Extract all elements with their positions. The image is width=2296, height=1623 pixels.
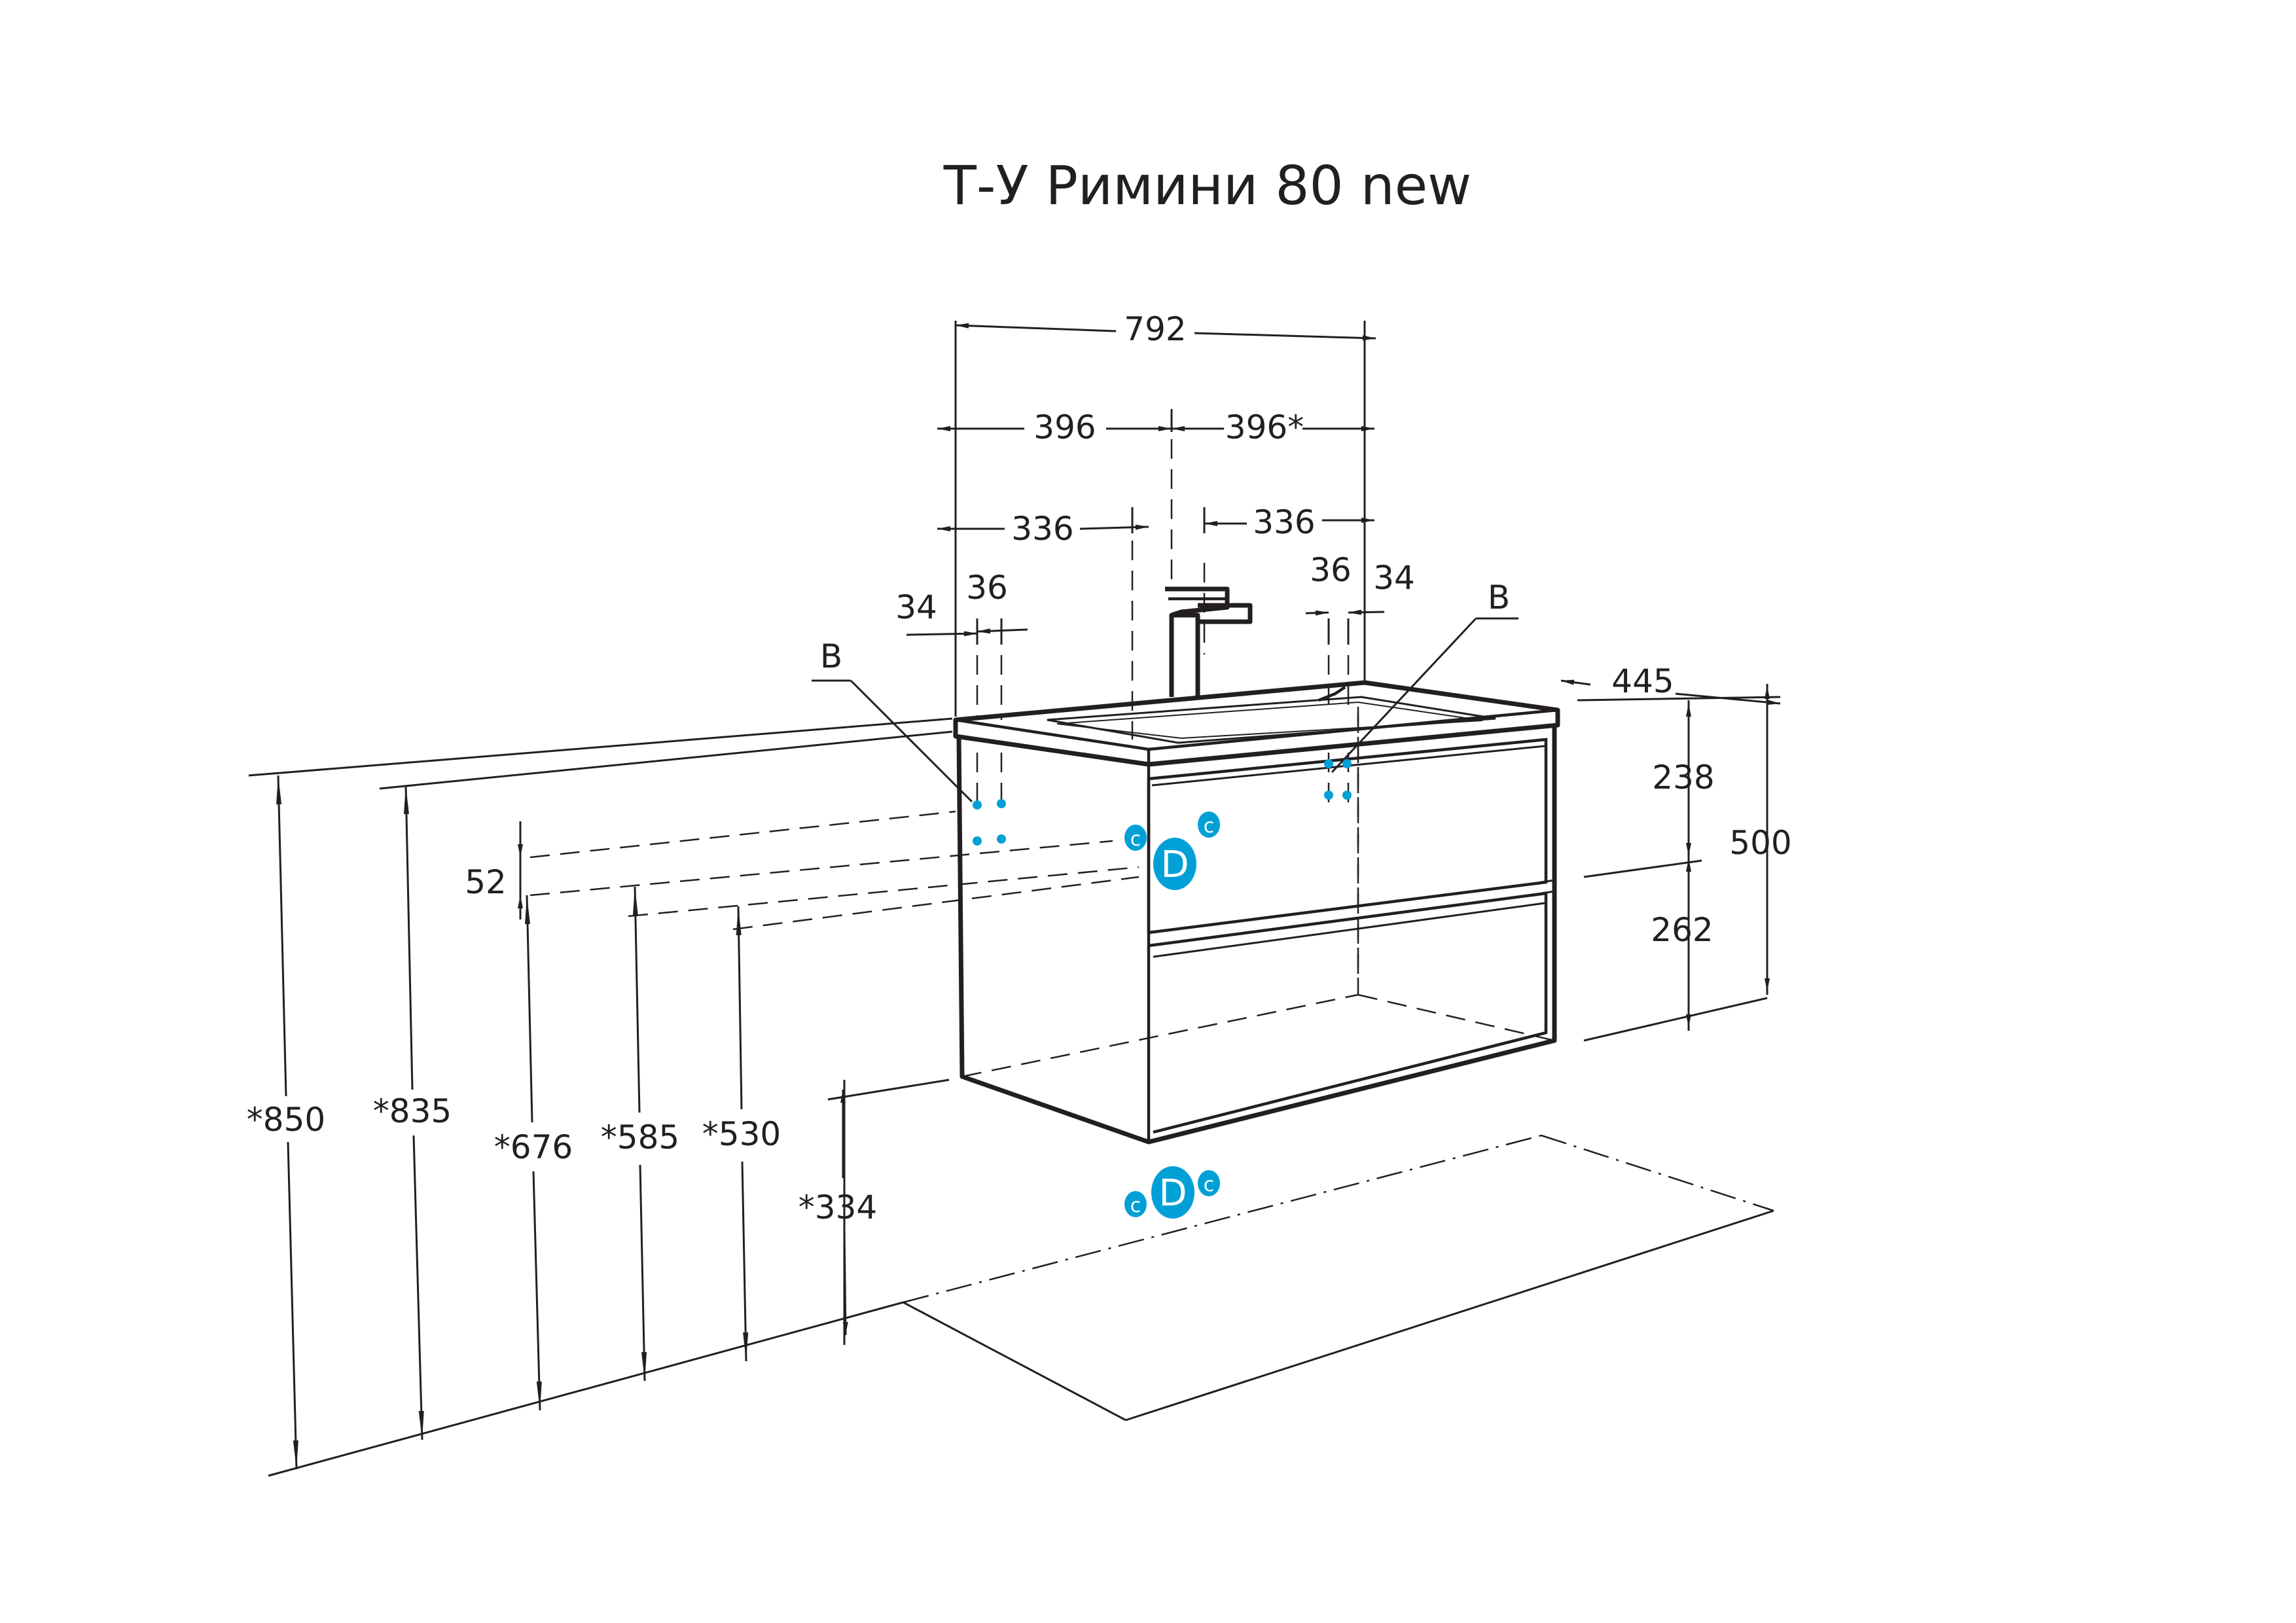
label-b-left: B bbox=[820, 637, 842, 675]
dim-52: 52 bbox=[465, 863, 507, 901]
floor-cold-connector-icon bbox=[1124, 1191, 1147, 1217]
dim-262: 262 bbox=[1651, 911, 1713, 949]
page-title: Т-У Римини 80 new bbox=[943, 155, 1471, 217]
dim-850: *850 bbox=[247, 1101, 325, 1139]
dim-238: 238 bbox=[1652, 758, 1714, 796]
dim-336-right: 336 bbox=[1253, 503, 1315, 541]
floor-cold-label: c bbox=[1130, 1194, 1141, 1217]
dim-34-left: 34 bbox=[895, 588, 937, 626]
b-leaders bbox=[812, 617, 1518, 803]
dim-500: 500 bbox=[1729, 824, 1791, 862]
dim-396-left: 396 bbox=[1033, 408, 1096, 446]
dim-336-left: 336 bbox=[1011, 510, 1073, 548]
dimension-labels: 792 396 396* 336 336 34 36 36 34 445 238… bbox=[247, 310, 1792, 1226]
floor-drain-connector-icon bbox=[1151, 1166, 1194, 1219]
cold-label: c bbox=[1130, 828, 1141, 851]
wall-connectors: D c c bbox=[1124, 812, 1220, 890]
dim-445: 445 bbox=[1611, 662, 1674, 700]
dim-36-left: 36 bbox=[966, 569, 1008, 607]
dim-530: *530 bbox=[702, 1115, 781, 1153]
dim-835: *835 bbox=[373, 1092, 452, 1130]
floor-hot-label: c bbox=[1204, 1173, 1215, 1196]
drain-label: D bbox=[1160, 844, 1189, 886]
mounting-holes bbox=[973, 759, 1352, 846]
wall-reference-lines bbox=[248, 696, 1781, 1477]
faucet bbox=[1165, 586, 1346, 702]
dim-334: *334 bbox=[798, 1188, 877, 1226]
vanity-cabinet bbox=[953, 680, 1560, 1145]
dim-676: *676 bbox=[494, 1128, 573, 1166]
dim-34-right: 34 bbox=[1373, 559, 1415, 597]
drain-connector-icon bbox=[1153, 838, 1196, 890]
floor-area-outline bbox=[903, 1134, 1774, 1421]
dim-36-right: 36 bbox=[1310, 551, 1352, 589]
floor-hot-connector-icon bbox=[1198, 1170, 1220, 1196]
floor-connectors: D c c bbox=[1124, 1166, 1220, 1219]
dimension-lines bbox=[276, 323, 1781, 1470]
cold-connector-icon bbox=[1124, 825, 1147, 851]
dim-396-right: 396* bbox=[1225, 408, 1304, 446]
hot-connector-icon bbox=[1198, 812, 1220, 838]
floor-drain-label: D bbox=[1158, 1172, 1187, 1215]
dim-792: 792 bbox=[1124, 310, 1186, 348]
hot-label: c bbox=[1204, 815, 1215, 838]
dim-585: *585 bbox=[601, 1118, 679, 1156]
label-b-right: B bbox=[1488, 579, 1510, 616]
